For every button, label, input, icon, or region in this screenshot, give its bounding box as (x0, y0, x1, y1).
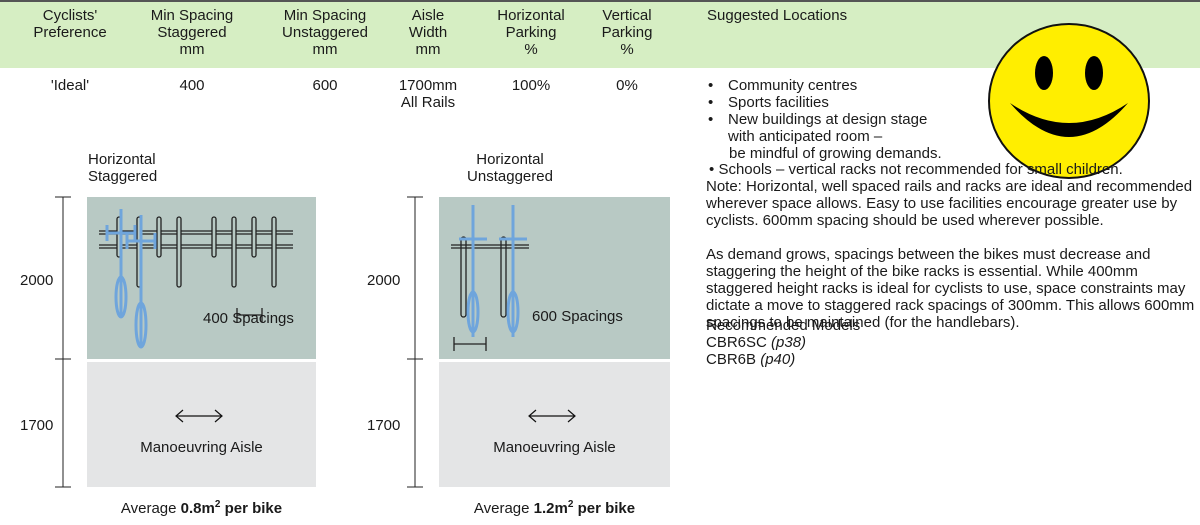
list-item-continuation: with anticipated room – (728, 128, 883, 145)
cell-staggered: 400 (179, 77, 205, 94)
list-item: •Community centres (708, 77, 858, 94)
aisle-label-staggered: Manoeuvring Aisle (140, 439, 263, 456)
list-item: •New buildings at design stage (708, 111, 928, 128)
model-link-cbr6sc[interactable]: CBR6SC (p38) (706, 334, 807, 351)
dimension-lines-unstaggered (407, 196, 423, 488)
list-item: •Sports facilities (708, 94, 829, 111)
average-area-unstaggered: Average 1.2m2 per bike (473, 499, 636, 517)
header-horizontal-parking: Horizontal Parking % (497, 7, 565, 58)
dimension-aisle-unstaggered: 1700 (367, 417, 401, 434)
cell-vertical: 0% (616, 77, 638, 94)
cell-horizontal: 100% (511, 77, 551, 94)
list-item-schools: • Schools – vertical racks not recommend… (709, 161, 1123, 178)
header-min-spacing-staggered: Min Spacing Staggered mm (150, 7, 234, 58)
diagram-title-staggered: Horizontal Staggered (88, 151, 158, 185)
aisle-label-unstaggered: Manoeuvring Aisle (493, 439, 616, 456)
locations-list: •Community centres •Sports facilities •N… (706, 77, 927, 128)
cell-aisle-width: 1700mm All Rails (398, 77, 458, 111)
aisle-staggered (87, 362, 316, 487)
double-arrow-icon (528, 409, 576, 423)
dimension-lines-staggered (55, 196, 71, 488)
cell-unstaggered: 600 (312, 77, 338, 94)
bicycle-icon (105, 209, 157, 349)
parking-bay-unstaggered (439, 197, 670, 359)
dimension-bay-unstaggered: 2000 (367, 272, 401, 289)
model-link-cbr6b[interactable]: CBR6B (p40) (706, 351, 796, 368)
recommended-models-title: Recommended Models (706, 317, 861, 334)
average-area-staggered: Average 0.8m2 per bike (120, 499, 283, 517)
header-vertical-parking: Vertical Parking % (601, 7, 653, 58)
header-aisle-width: Aisle Width mm (408, 7, 448, 58)
bike-rack-icon (451, 205, 529, 351)
spacing-label-staggered: 400 Spacings (203, 310, 294, 327)
header-suggested-locations: Suggested Locations (707, 7, 848, 24)
dimension-aisle-staggered: 1700 (20, 417, 54, 434)
smiley-face-icon (988, 23, 1150, 179)
note-paragraph-1: Note: Horizontal, well spaced rails and … (706, 178, 1193, 229)
cell-preference: 'Ideal' (50, 77, 90, 94)
bike-rack-icon (99, 209, 293, 349)
parking-bay-staggered (87, 197, 316, 359)
dimension-bay-staggered: 2000 (20, 272, 54, 289)
spacing-label-unstaggered: 600 Spacings (532, 308, 623, 325)
header-cyclists-preference: Cyclists' Preference (33, 7, 107, 41)
double-arrow-icon (175, 409, 223, 423)
header-min-spacing-unstaggered: Min Spacing Unstaggered mm (282, 7, 368, 58)
aisle-unstaggered (439, 362, 670, 487)
bicycle-icon (459, 205, 527, 337)
diagram-title-unstaggered: Horizontal Unstaggered (467, 151, 553, 185)
note-paragraph-2: As demand grows, spacings between the bi… (706, 246, 1195, 331)
table-header-row (0, 0, 1200, 68)
list-item-continuation: be mindful of growing demands. (729, 145, 942, 162)
